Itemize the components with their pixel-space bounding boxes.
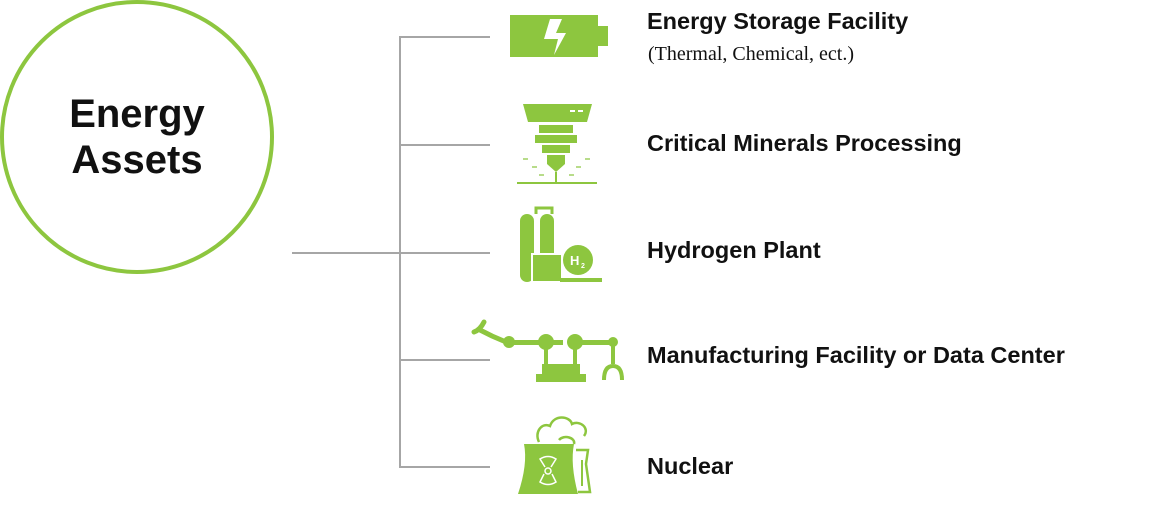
hub-connector	[292, 252, 401, 254]
branch-connector	[399, 252, 490, 254]
branch-connector	[399, 36, 490, 38]
hub-circle: Energy Assets	[0, 0, 274, 274]
robotic-arm-icon	[471, 319, 624, 382]
item-label-critical-minerals: Critical Minerals Processing	[647, 130, 962, 156]
nuclear-plant-icon	[518, 416, 592, 494]
svg-text:H: H	[570, 253, 579, 268]
hub-label: Energy Assets	[69, 92, 205, 182]
drill-press-icon	[517, 104, 597, 184]
item-label-energy-storage: Energy Storage Facility	[647, 8, 909, 34]
branch-connector	[399, 144, 490, 146]
item-label-nuclear: Nuclear	[647, 453, 734, 479]
svg-text:2: 2	[581, 263, 585, 270]
hydrogen-plant-icon: H 2	[520, 206, 602, 283]
branch-connector	[399, 466, 490, 468]
branch-connector	[399, 359, 490, 361]
item-label-hydrogen-plant: Hydrogen Plant	[647, 237, 821, 263]
item-label-manufacturing: Manufacturing Facility or Data Center	[647, 342, 1065, 368]
battery-icon	[510, 15, 608, 57]
item-sublabel-energy-storage: (Thermal, Chemical, ect.)	[648, 43, 855, 65]
